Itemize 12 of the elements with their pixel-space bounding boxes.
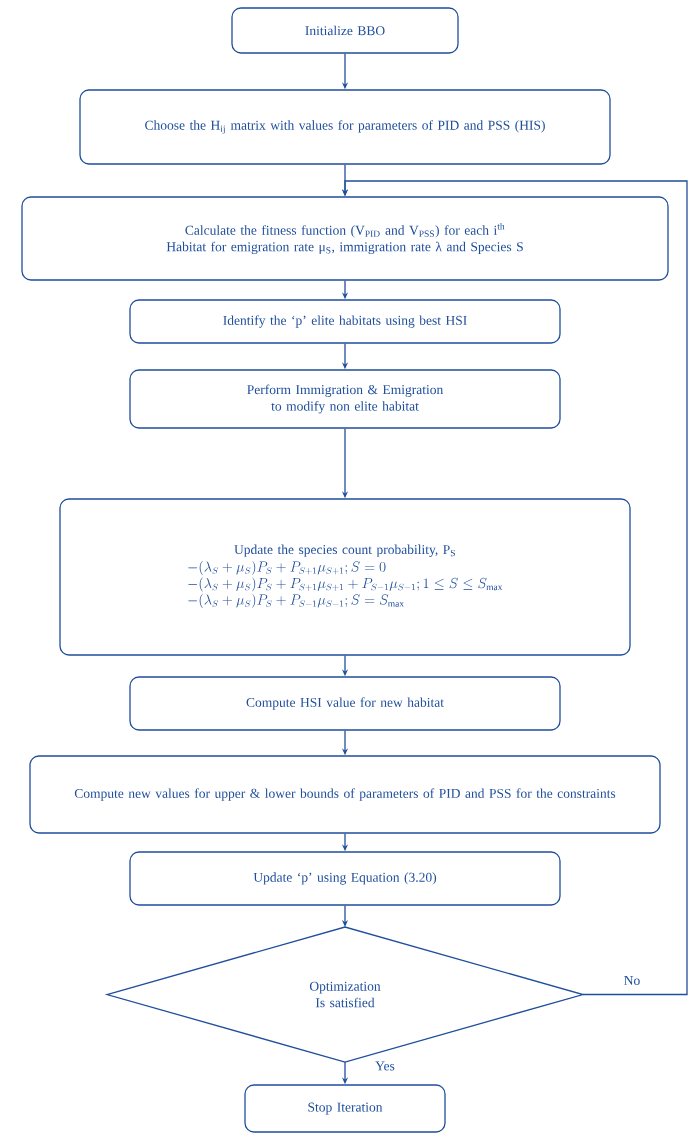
process-box: Perform Immigration & Emigration to modify non elite habitat: [129, 369, 561, 429]
edge-label: Yes: [374, 1060, 396, 1072]
process-box: Choose the H$_{ij}$ matrix with values for parameters of PID and PSS (HIS): [79, 89, 611, 165]
process-box: Compute HSI value for new habitat: [129, 676, 561, 731]
process-box: Stop Iteration: [244, 1084, 446, 1133]
process-box: Update the species count probability, P$_{S}$ $-(\lambda_S+\mu_S)P_S+P_{S+1}\mu_{S+1};S=0$ $-(\lambda_S+\mu_S)P_S+P_{S+1}\mu_{S+1}+P_{S-1}\mu_{S-1};1\leq S\leq S_{\max}$ $-(\lambda_S+\mu_S)P_S+P_{S-1}\mu_{S-1};S=S_{\max}$: [59, 498, 631, 656]
process-box: Calculate the fitness function (V$_{PID}$ and V$_{PSS}$) for each i$^{th}$ Habitat for emigration rate μ$_{S}$, immigration rate λ and Species S: [21, 196, 669, 281]
edge-label: No: [622, 975, 642, 986]
process-box: Identify the ‘p’ elite habitats using best HSI: [129, 299, 561, 344]
process-box: Initialize BBO: [231, 7, 459, 54]
process-box: Compute new values for upper & lower bounds of parameters of PID and PSS for the constraints: [29, 755, 661, 834]
process-box: Update ‘p’ using Equation (3.20): [129, 851, 561, 906]
